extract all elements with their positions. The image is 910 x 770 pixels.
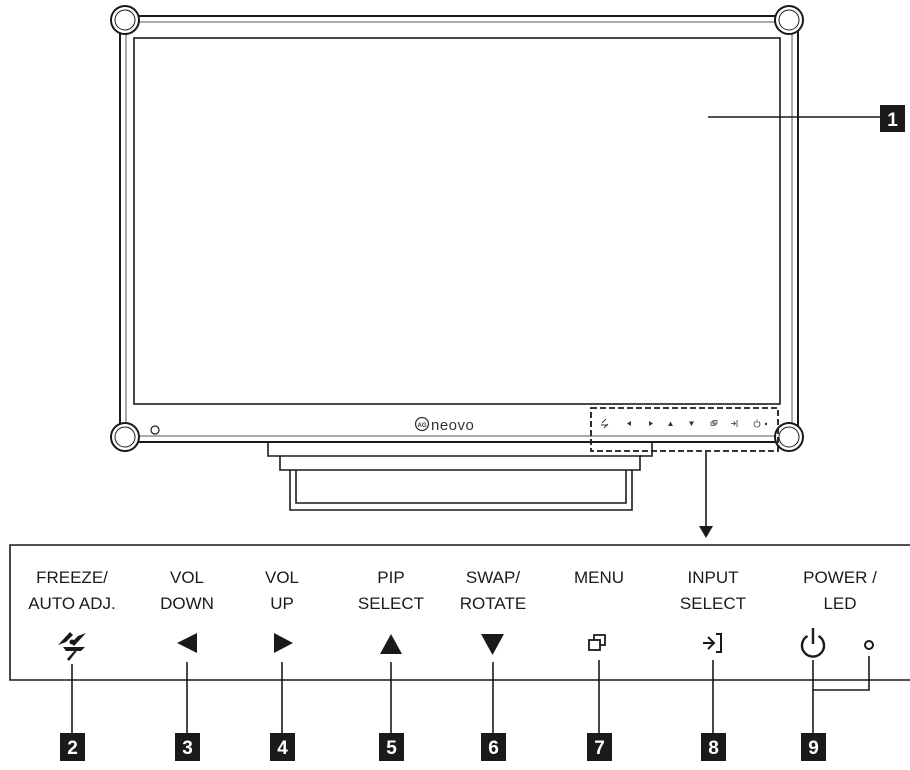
small-power-icon (753, 419, 761, 428)
label-vol-up-line1: VOL (265, 568, 299, 587)
callout-number: 5 (386, 738, 397, 759)
leader-lines (71, 656, 870, 733)
label-power-line1: POWER / (803, 568, 877, 587)
keypad-detail-panel: FREEZE/ AUTO ADJ. VOL DOWN VOL UP PIP SE… (9, 544, 910, 681)
label-vol-down-line1: VOL (170, 568, 204, 587)
label-power-line2: LED (823, 594, 856, 613)
label-swap-line1: SWAP/ (466, 568, 520, 587)
small-led-icon (764, 422, 768, 426)
brand-name-text: neovo (431, 417, 474, 434)
callout-4: 4 (270, 733, 295, 761)
triangle-right-icon (274, 633, 293, 653)
triangle-down-icon (481, 634, 504, 655)
label-freeze-line1: FREEZE/ (36, 568, 108, 587)
label-menu-line1: MENU (574, 568, 624, 587)
label-vol-down-line2: DOWN (160, 594, 214, 613)
brand-mark-text: AG (418, 423, 427, 429)
callout-number: 2 (67, 738, 78, 759)
triangle-up-icon (380, 634, 402, 654)
small-input-icon (731, 420, 738, 427)
freeze-auto-icon (58, 632, 86, 661)
monitor-stand (267, 442, 653, 511)
label-freeze-line2: AUTO ADJ. (28, 594, 116, 613)
keypad-highlight-box (590, 407, 779, 452)
label-pip-line2: SELECT (358, 594, 424, 613)
monitor-bezel-inner (125, 21, 793, 437)
callout-number: 4 (277, 738, 288, 759)
detail-arrow (699, 452, 713, 538)
small-up-icon (668, 421, 673, 426)
triangle-left-icon (177, 633, 197, 653)
led-indicator-icon (864, 640, 874, 650)
label-input-line1: INPUT (688, 568, 739, 587)
callout-number: 8 (708, 738, 719, 759)
ambient-sensor (150, 425, 160, 435)
callout-6: 6 (481, 733, 506, 761)
callout-3: 3 (175, 733, 200, 761)
input-select-icon (703, 633, 722, 653)
front-keypad-small (601, 418, 768, 429)
callout-number: 9 (808, 738, 819, 759)
power-icon (800, 628, 826, 658)
callout-9: 9 (801, 733, 826, 761)
monitor-screen (133, 37, 781, 405)
small-freeze-icon (601, 418, 609, 429)
label-pip-line1: PIP (377, 568, 404, 587)
label-swap-line2: ROTATE (460, 594, 526, 613)
label-vol-up-line2: UP (270, 594, 294, 613)
callout-8: 8 (701, 733, 726, 761)
callout-number: 7 (594, 738, 605, 759)
menu-windows-icon (588, 634, 606, 651)
callout-2: 2 (60, 733, 85, 761)
brand-logo: AG neovo (414, 416, 474, 434)
callout-number: 3 (182, 738, 193, 759)
monitor-front: AG neovo (110, 5, 804, 511)
small-right-icon (649, 421, 653, 426)
callout-number: 6 (488, 738, 499, 759)
callout-1: 1 (708, 105, 905, 132)
button-labels: FREEZE/ AUTO ADJ. VOL DOWN VOL UP PIP SE… (28, 568, 877, 613)
callout-5: 5 (379, 733, 404, 761)
callout-7: 7 (587, 733, 612, 761)
label-input-line2: SELECT (680, 594, 746, 613)
callout-number: 1 (887, 110, 898, 131)
small-left-icon (627, 421, 631, 426)
small-down-icon (689, 421, 694, 426)
